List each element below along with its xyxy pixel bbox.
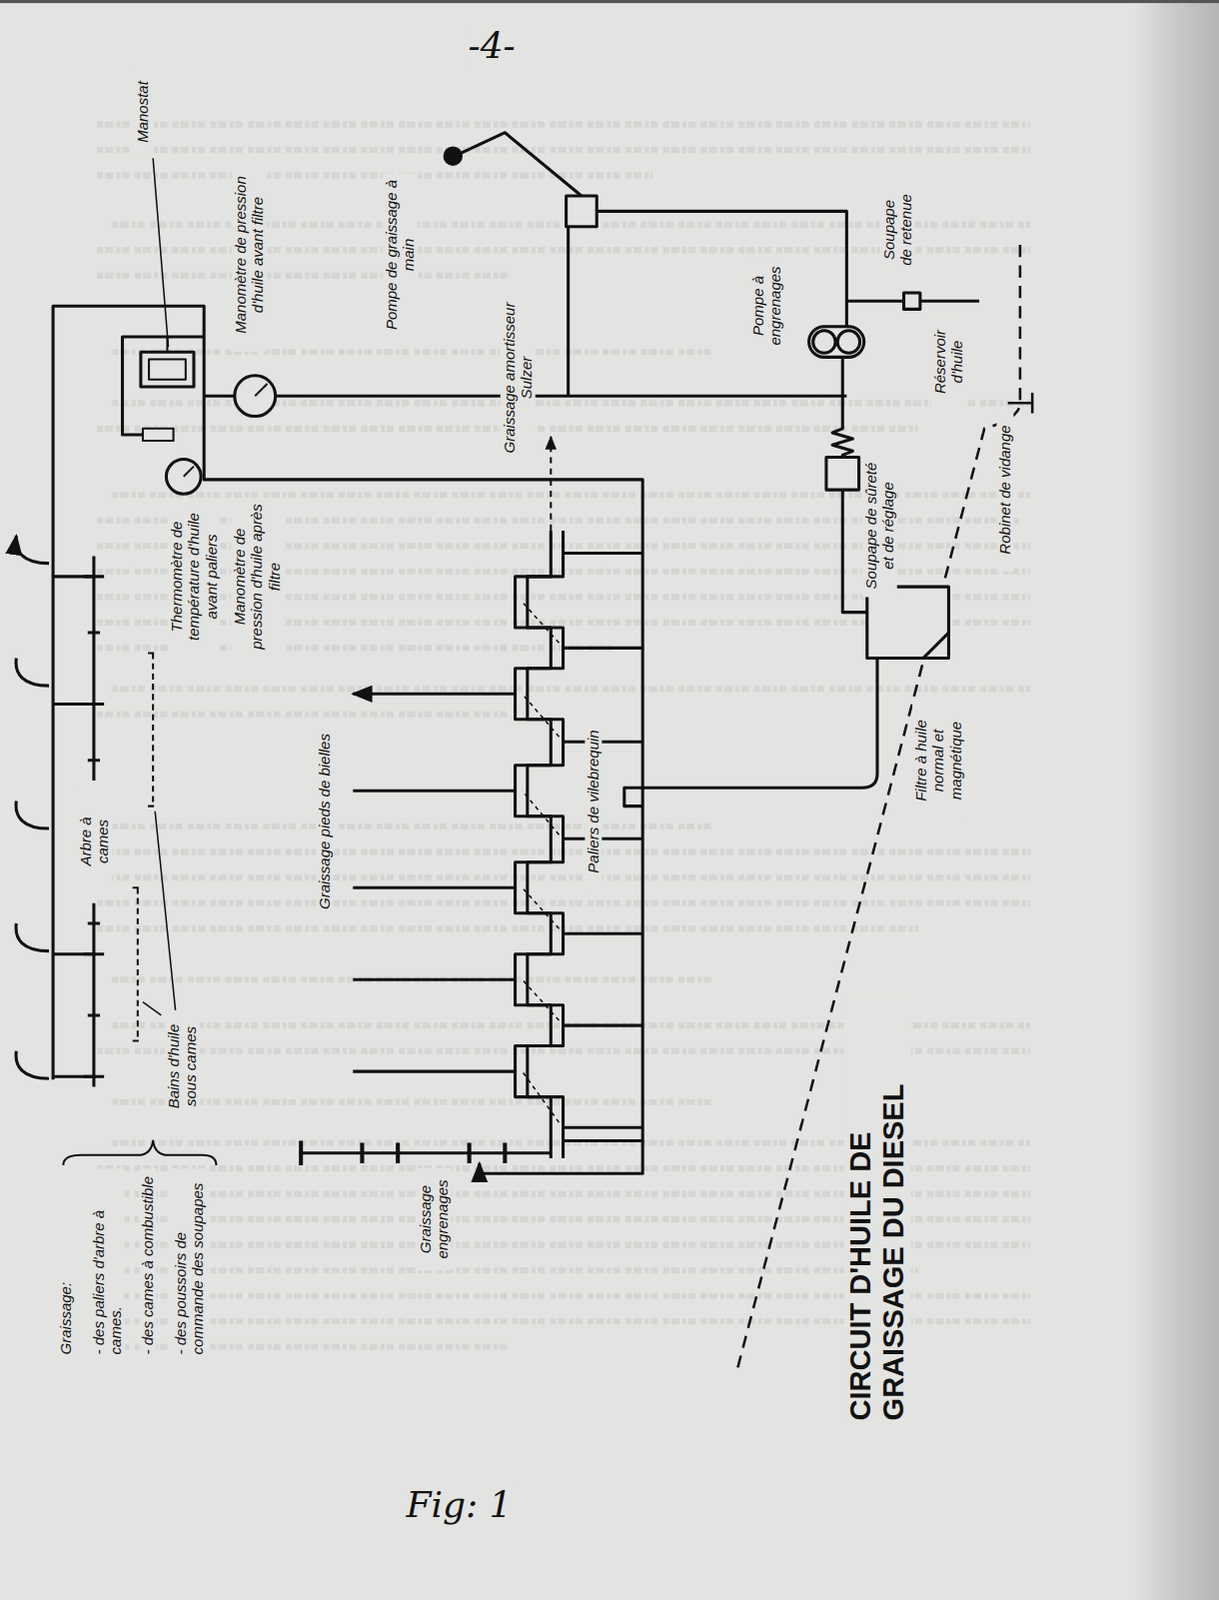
part-label: Réservoir d'huile: [931, 316, 967, 409]
manostat-pipe: [122, 336, 205, 435]
list-item: - des poussoirs de commande des soupapes: [171, 1169, 207, 1358]
part-label: Graissage pieds de bielles: [315, 719, 333, 924]
crankshaft: [527, 530, 564, 1159]
part-label: Filtre à huile normal et magnétique: [912, 698, 965, 822]
damper-oil-arrow: [549, 436, 552, 531]
gear-symbol: [300, 1141, 505, 1167]
diagram-title: CIRCUIT D'HUILE DE GRAISSAGE DU DIESEL: [844, 995, 912, 1424]
part-label: Soupape de sûreté et de réglage: [862, 453, 898, 597]
main-bearing-feed: [563, 552, 644, 1128]
gear-pump-gear: [813, 330, 836, 353]
part-label: Soupape de retenue: [880, 188, 916, 271]
hand-pump-lever: [460, 132, 581, 196]
part-label: Manostat: [133, 70, 151, 153]
page-number: -4-: [464, 24, 518, 66]
list-item: - des cames à combustible: [138, 1169, 156, 1358]
page-top-edge: [0, 0, 1219, 3]
gear-pump-gear: [837, 330, 860, 353]
part-label: Thermomètre de température d'huile avant…: [167, 499, 220, 653]
pressure-gauge-symbol: [165, 458, 201, 494]
gauge-needle: [183, 466, 194, 477]
gear-shaft: [300, 1151, 551, 1155]
part-label: Graissage amortisseur Sulzer: [499, 280, 535, 475]
part-label: Paliers de vilebrequin: [585, 711, 603, 891]
oil-filter-symbol: [867, 586, 950, 658]
hand-pump-symbol: [566, 195, 598, 227]
list-heading: Graissage:: [57, 1169, 75, 1358]
part-label: Graissage engrenages: [416, 1168, 452, 1270]
oil-bath-bracket: [132, 652, 159, 1041]
cam-oil-outlet-arrow: [15, 535, 49, 1079]
gauge-needle: [254, 383, 267, 396]
part-label: Pompe de graissage à main: [382, 173, 418, 337]
gear-pump-symbol: [809, 326, 865, 358]
leader-line: [152, 157, 168, 347]
oil-main-pipe: [52, 305, 643, 1141]
page-edge-shade: [1132, 0, 1219, 1600]
part-label: Manomètre de pression d'huile avant filt…: [231, 157, 267, 352]
leader-line: [142, 811, 176, 1016]
valve-spring: [832, 356, 853, 457]
oil-pipe: [568, 210, 848, 396]
crankshaft: [515, 530, 552, 1159]
hand-pump-knob: [444, 147, 461, 164]
gear-oil-arrow: [479, 1141, 643, 1175]
figure-caption: Fig: 1: [402, 1483, 515, 1525]
part-label: Robinet de vidange: [996, 407, 1014, 571]
crank-oil-passage: [522, 601, 560, 1123]
part-label: Manomètre de pression d'huile après filt…: [230, 499, 283, 653]
note-label: Bains d'huile sous cames: [163, 1017, 199, 1115]
rod-oil-arrow: [352, 693, 515, 1072]
check-valve-symbol: [904, 292, 921, 309]
thermometer-symbol: [142, 428, 174, 441]
list-item: - des paliers d'arbre à cames.: [89, 1169, 125, 1358]
part-label: Pompe à engrenages: [748, 262, 784, 350]
oil-pipe: [624, 658, 878, 807]
part-label: Arbre à cames: [76, 790, 112, 893]
safety-valve-symbol: [826, 456, 860, 490]
brace: [62, 1141, 216, 1167]
pressure-gauge-symbol: [234, 375, 276, 417]
